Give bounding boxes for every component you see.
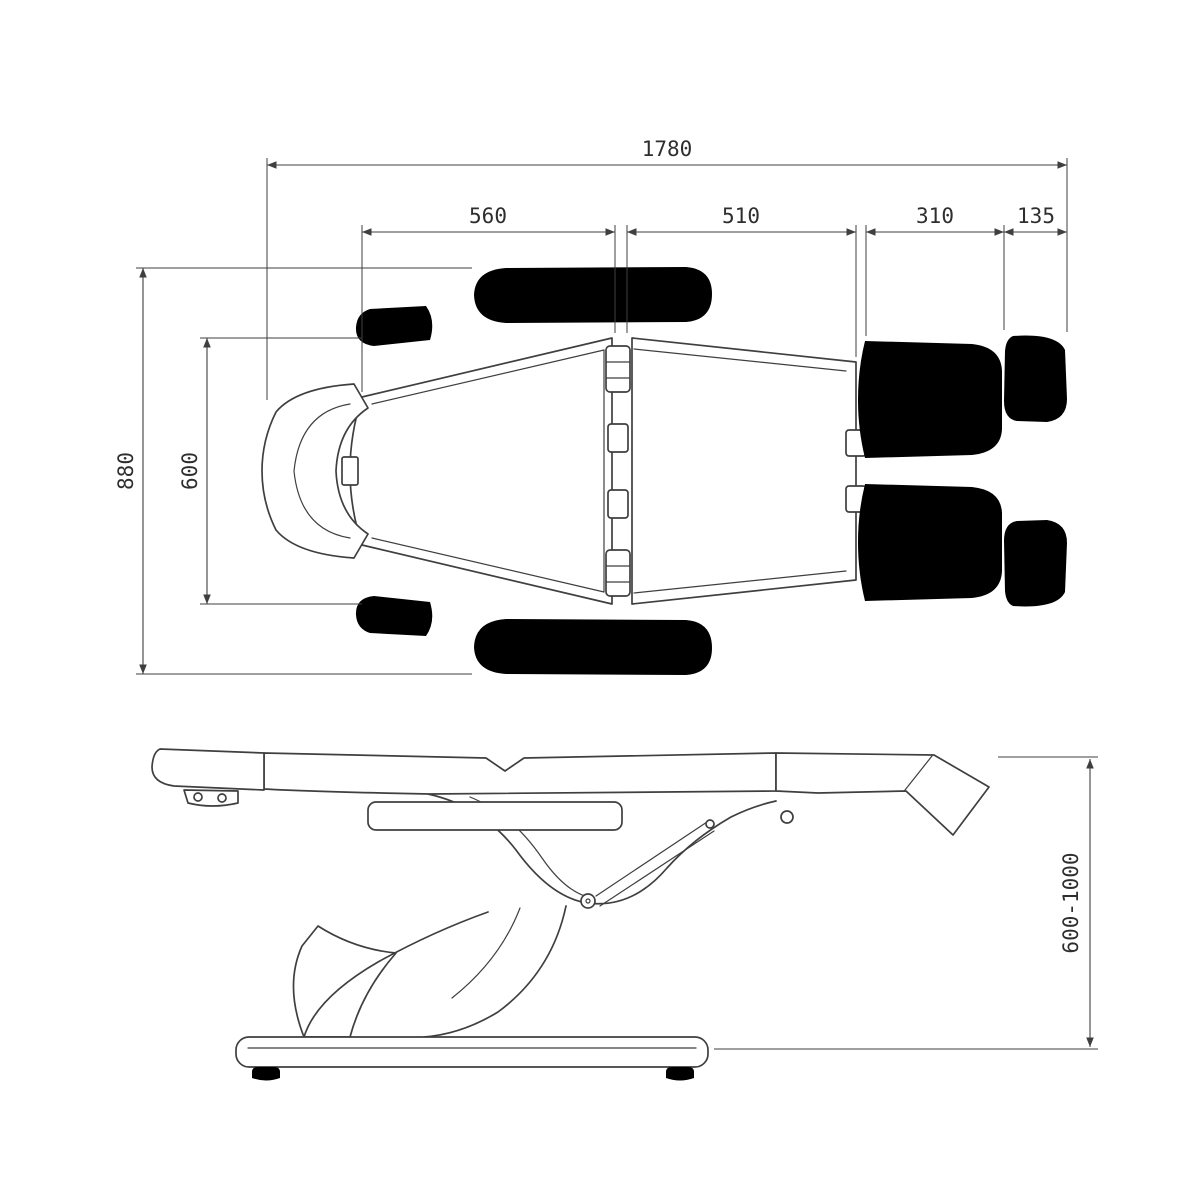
headrest-knob	[193, 792, 203, 802]
dimension-annotations: 1780 560 510 310 135 880	[114, 137, 1098, 1050]
armrest-profile	[367, 801, 623, 831]
foot-right	[666, 1067, 694, 1081]
backrest-inner-line	[371, 349, 605, 405]
dim-cushion-width: 600	[178, 337, 362, 605]
hinge-tab	[607, 489, 629, 519]
dim-label-seat: 510	[722, 204, 760, 228]
dim-label-cushion-width: 600	[178, 452, 202, 490]
side-view	[151, 748, 990, 1081]
dim-overall-length: 1780	[266, 137, 1068, 400]
headrest-knob	[217, 793, 227, 803]
lever-arm-line	[595, 821, 708, 897]
legrest-profile	[775, 752, 990, 836]
backrest-hinge-bracket	[605, 549, 631, 597]
dim-legrest-section: 310	[865, 204, 1005, 336]
lever-pin	[705, 819, 715, 829]
seat-outline	[631, 337, 857, 605]
headrest-lock-detail	[341, 456, 359, 486]
seat-underside-curve	[427, 793, 777, 905]
seat-pivot	[580, 893, 596, 909]
pedestal-inner-curve	[451, 907, 521, 999]
hinge-tab	[607, 423, 629, 453]
dim-overall-width: 880	[114, 267, 472, 675]
seat-inner-line	[633, 348, 847, 372]
dim-label-overall-width: 880	[114, 452, 138, 490]
dim-label-backrest: 560	[469, 204, 507, 228]
pedestal-right-curve	[423, 905, 567, 1038]
pedestal-cowl	[292, 925, 397, 1038]
dim-label-legrest: 310	[916, 204, 954, 228]
base-plate	[235, 1036, 709, 1068]
foot-left	[252, 1067, 280, 1081]
backrest-inner-line	[371, 537, 605, 593]
dim-label-height-range: 600-1000	[1059, 852, 1083, 953]
dim-backrest-section: 560	[361, 204, 616, 392]
dim-label-footrest: 135	[1017, 204, 1055, 228]
pedestal-left-curve	[303, 911, 489, 1038]
dim-seat-section: 510	[626, 204, 857, 357]
headrest-bracket	[183, 789, 239, 807]
seat-pivot-center	[585, 898, 591, 904]
top-view	[261, 267, 1067, 675]
dim-label-overall-length: 1780	[642, 137, 693, 161]
headrest-inner-curve	[293, 403, 351, 539]
headrest-outline	[261, 383, 369, 559]
footrest-crease-line	[904, 755, 933, 791]
headrest-profile	[151, 748, 265, 791]
backrest-outline	[349, 337, 613, 605]
dim-footrest-section: 135	[1004, 204, 1067, 236]
seat-inner-line	[633, 570, 847, 594]
dim-height-range: 600-1000	[714, 756, 1098, 1050]
lever-arm-line	[599, 830, 715, 907]
seat-profile	[263, 752, 777, 795]
backrest-hinge-bracket	[605, 345, 631, 393]
legrest-hinge	[780, 810, 794, 824]
